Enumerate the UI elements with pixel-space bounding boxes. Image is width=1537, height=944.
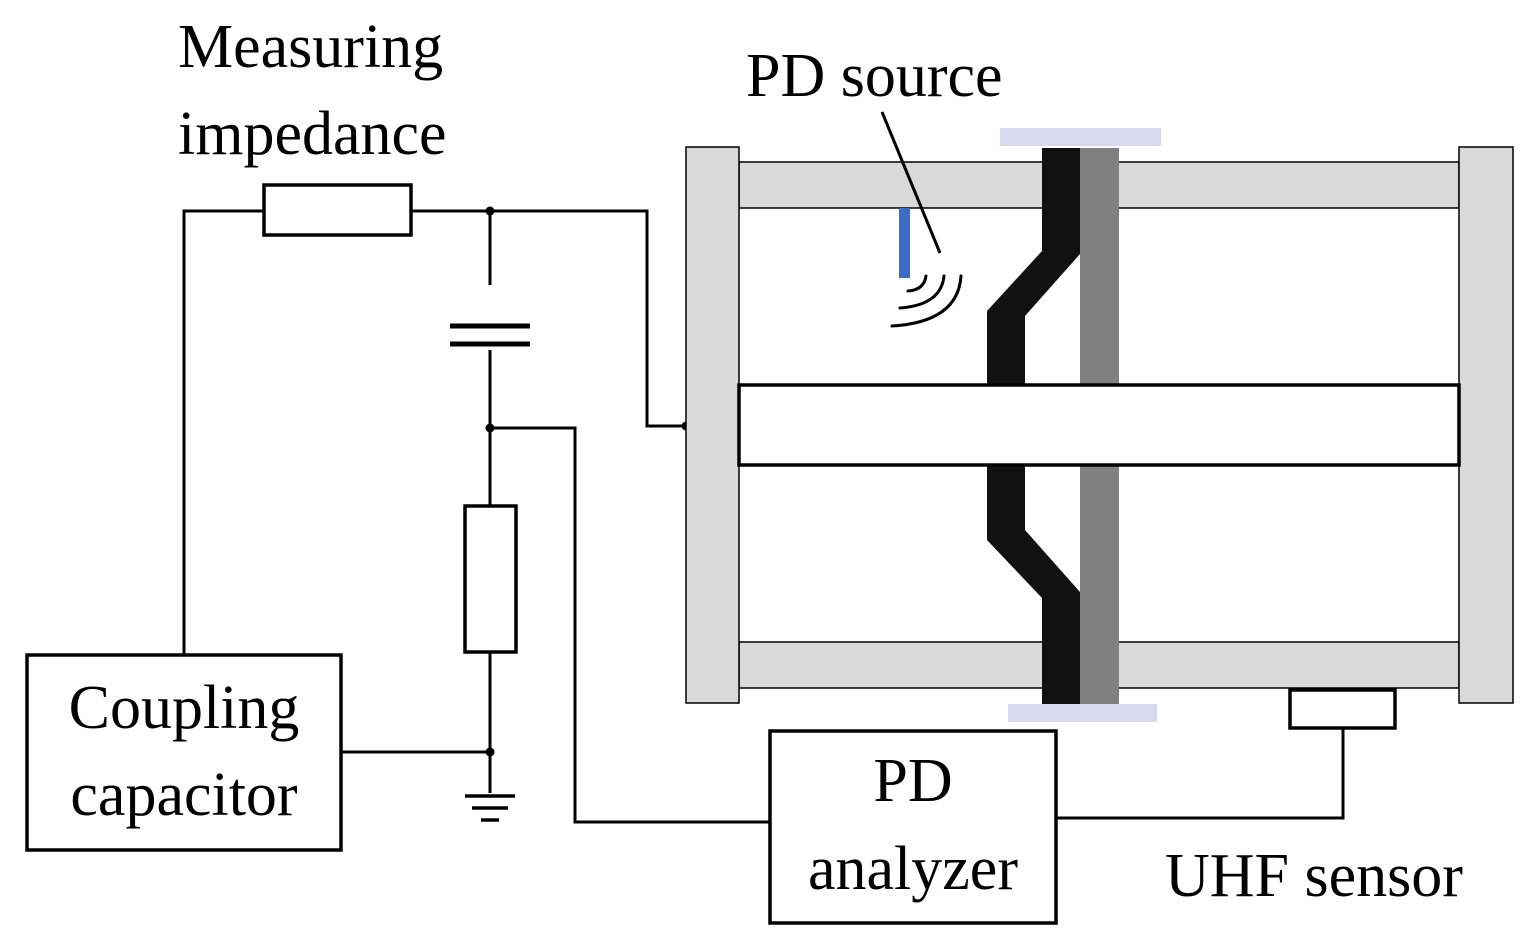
coupling-capacitor-box — [25, 653, 343, 852]
flange-right — [1458, 146, 1514, 704]
pd-analyzer-label-line2: analyzer — [808, 835, 1018, 903]
wire-divider-to-analyzer — [490, 426, 770, 824]
wire-impedance-to-conductor — [411, 209, 686, 428]
coupling-capacitor-label-line2: capacitor — [70, 761, 298, 829]
pd-source-leader-line — [880, 111, 942, 254]
pd-emission-waves — [890, 274, 963, 328]
pd-source-label: PD source — [746, 42, 1003, 110]
spacer-cap-bottom — [1008, 704, 1157, 722]
wiring — [182, 209, 1345, 824]
uhf-sensor-box — [1288, 688, 1397, 730]
uhf-sensor-label: UHF sensor — [1165, 842, 1463, 910]
wire-analyzer-to-uhf — [1056, 728, 1345, 820]
coupling-capacitor-label-line1: Coupling — [68, 674, 300, 742]
divider-resistor — [463, 504, 518, 654]
pd-needle — [899, 208, 910, 278]
capacitor-symbol — [450, 323, 530, 347]
gis-enclosure — [685, 128, 1514, 722]
hv-conductor — [737, 383, 1461, 467]
spacer-black-lower — [987, 465, 1080, 704]
measuring-impedance-label-line1: Measuring — [178, 13, 444, 81]
measuring-impedance-label-line2: impedance — [178, 100, 447, 168]
measuring-impedance-resistor — [262, 183, 413, 237]
ground-icon — [465, 794, 515, 822]
spacer-cap-top — [1000, 128, 1161, 146]
wire-coupling-to-impedance — [182, 209, 264, 655]
flange-left — [685, 146, 740, 704]
pd-analyzer-box — [768, 729, 1058, 925]
pd-analyzer-label-line1: PD — [873, 747, 953, 815]
nodes — [485, 206, 691, 757]
spacer-black-upper — [987, 148, 1080, 385]
